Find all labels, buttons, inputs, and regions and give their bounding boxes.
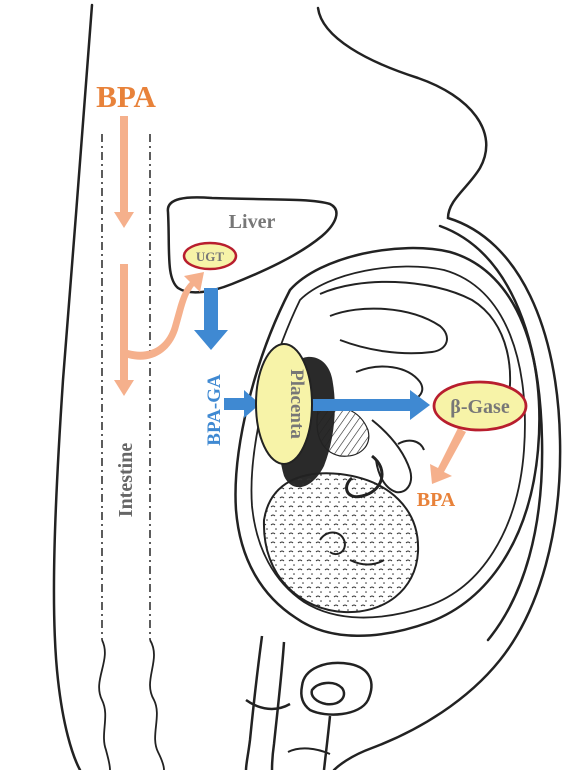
bpa-from-betagase-arrow: [430, 428, 466, 484]
fetus-foot: [398, 441, 424, 450]
cervix-channel-2: [272, 642, 284, 770]
placenta-node: Placenta: [256, 344, 312, 464]
bpa-intestine-arrow-upper: [114, 116, 134, 228]
placenta-label: Placenta: [286, 369, 307, 439]
pelvic-structures: [246, 636, 371, 770]
beta-gase-label: β-Gase: [450, 396, 510, 418]
fetus-arm: [330, 309, 447, 354]
bpa-to-liver-arrow: [128, 272, 204, 360]
fetus-leg: [372, 420, 411, 492]
ugt-label: UGT: [196, 249, 225, 264]
perineum-line: [288, 748, 330, 754]
bpa-source-label: BPA: [96, 79, 156, 114]
liver-label: Liver: [229, 211, 276, 233]
pubic-bone: [312, 683, 344, 704]
bpa-ga-label: BPA-GA: [204, 374, 225, 446]
back-contour: [54, 5, 92, 770]
bpa-intestine-arrow-lower: [114, 264, 134, 396]
urethra: [324, 716, 330, 770]
intestine-label: Intestine: [115, 443, 137, 518]
bpaga-to-placenta-arrow: [224, 390, 260, 418]
liver-to-bpaga-arrow: [194, 288, 228, 350]
fetal-bpa-label: BPA: [417, 489, 456, 511]
fetus-head: [264, 473, 418, 612]
intestine-lower-left: [99, 640, 110, 770]
intestine-lower-right: [150, 640, 164, 770]
beta-gase-node: β-Gase: [434, 382, 526, 430]
ugt-node: UGT: [184, 243, 236, 269]
